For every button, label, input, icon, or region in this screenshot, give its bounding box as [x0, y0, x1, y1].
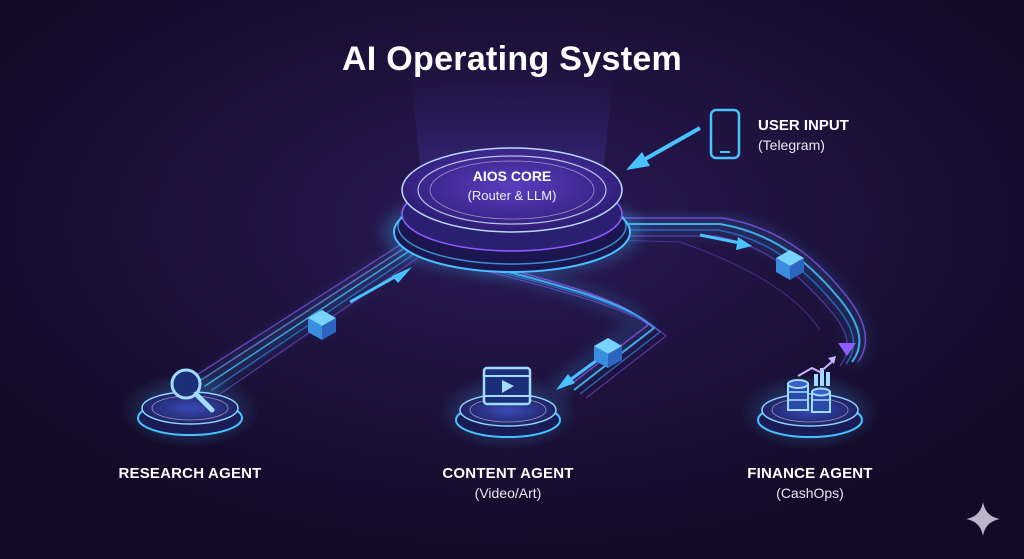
user-input-subtitle: (Telegram)	[758, 137, 825, 153]
smartphone-icon	[709, 108, 741, 160]
arrow-to-content	[556, 356, 601, 390]
arrow-to-core-from-research	[349, 267, 412, 304]
user-input-name: USER INPUT	[758, 117, 849, 134]
arrow-to-finance-top	[699, 233, 752, 250]
finance-agent-name: FINANCE AGENT	[747, 465, 873, 482]
finance-agent-pad	[740, 374, 880, 450]
connector-core-finance	[608, 214, 869, 367]
finance-agent-label: FINANCE AGENT (CashOps)	[720, 465, 900, 501]
aios-core-subtitle: (Router & LLM)	[467, 188, 557, 203]
data-packet	[594, 338, 622, 368]
aios-core-name: AIOS CORE	[472, 168, 552, 184]
arrow-to-finance-bottom	[838, 343, 856, 356]
diagram-title: AI Operating System	[341, 40, 683, 78]
magnifier-icon	[170, 368, 215, 413]
content-agent-name: CONTENT AGENT	[442, 465, 574, 482]
aios-core-label: AIOS CORE (Router & LLM)	[420, 168, 604, 203]
content-agent-subtitle: (Video/Art)	[474, 485, 542, 501]
research-agent-name: RESEARCH AGENT	[118, 465, 262, 482]
coins-chart-icon	[787, 356, 836, 413]
user-input-label: USER INPUT (Telegram)	[758, 117, 849, 153]
data-packet	[308, 310, 336, 340]
research-agent-label: RESEARCH AGENT	[100, 465, 280, 482]
research-agent-pad	[120, 372, 260, 448]
data-packet	[776, 250, 804, 280]
video-player-icon	[482, 366, 532, 406]
sparkle-icon	[966, 502, 1000, 536]
content-agent-label: CONTENT AGENT (Video/Art)	[418, 465, 598, 501]
aios-core-platform	[382, 147, 642, 276]
finance-agent-subtitle: (CashOps)	[776, 485, 844, 501]
content-agent-pad	[438, 374, 578, 450]
arrow-user-to-core	[626, 126, 701, 170]
